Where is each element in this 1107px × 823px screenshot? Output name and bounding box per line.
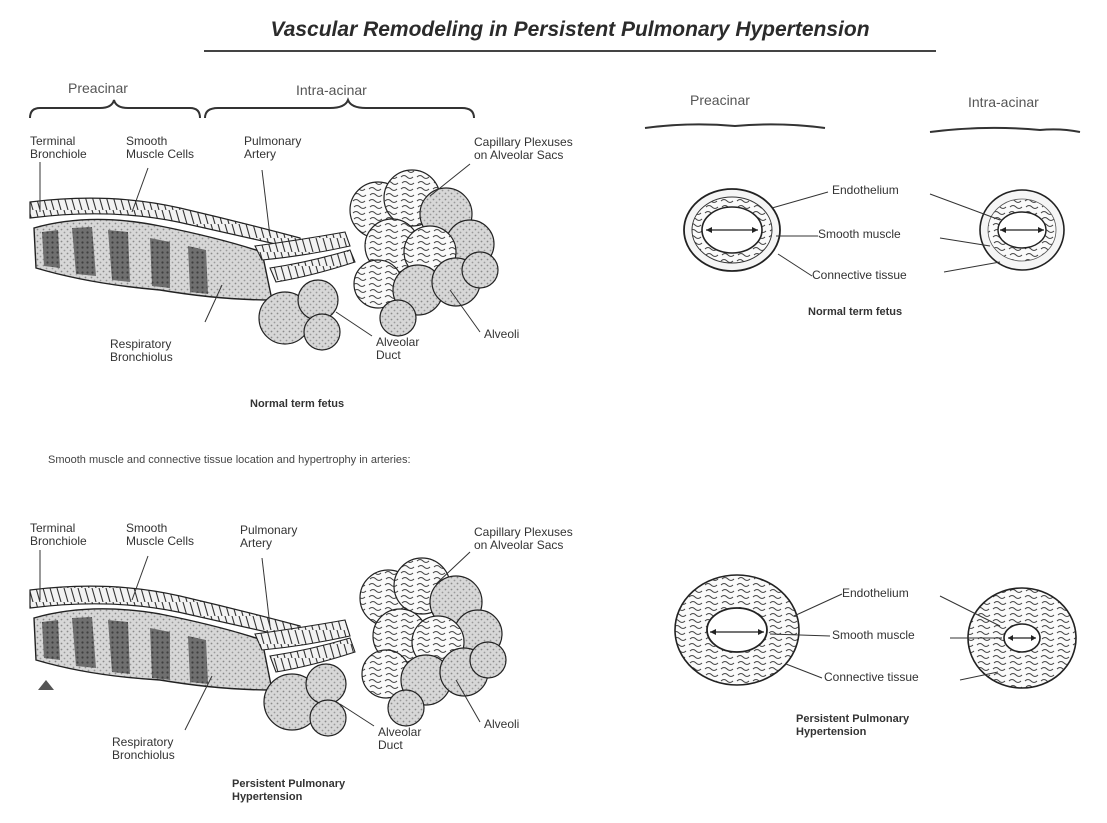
label-pulmonary-artery: Pulmonary Artery	[244, 135, 301, 161]
label-smooth-muscle-pph: Smooth muscle	[832, 629, 915, 642]
label-smooth-muscle-cells-pph: Smooth Muscle Cells	[126, 522, 194, 548]
label-capillary-plexuses-pph: Capillary Plexuses on Alveolar Sacs	[474, 526, 573, 552]
vessel-intraacinar-normal	[980, 190, 1064, 270]
caption-normal-vessel: Normal term fetus	[808, 306, 902, 319]
rule-preacinar-right	[645, 124, 825, 128]
caption-pph-airway: Persistent Pulmonary Hypertension	[232, 778, 345, 804]
label-alveolar-duct: Alveolar Duct	[376, 336, 419, 362]
label-alveolar-duct-pph: Alveolar Duct	[378, 726, 421, 752]
note-text: Smooth muscle and connective tissue loca…	[48, 454, 411, 466]
label-alveoli-pph: Alveoli	[484, 718, 519, 731]
label-connective-tissue-pph: Connective tissue	[824, 671, 919, 684]
label-endothelium-pph: Endothelium	[842, 587, 909, 600]
label-smooth-muscle: Smooth muscle	[818, 228, 901, 241]
rule-intraacinar-right	[930, 128, 1080, 132]
vessel-preacinar-pph	[675, 575, 799, 685]
label-endothelium: Endothelium	[832, 184, 899, 197]
label-smooth-muscle-cells: Smooth Muscle Cells	[126, 135, 194, 161]
caption-normal-airway: Normal term fetus	[250, 398, 344, 411]
brace-preacinar-left	[30, 100, 200, 118]
header-preacinar-right: Preacinar	[690, 92, 750, 108]
airway-normal	[30, 170, 498, 350]
label-connective-tissue: Connective tissue	[812, 269, 907, 282]
caption-pph-vessel: Persistent Pulmonary Hypertension	[796, 713, 909, 739]
label-respiratory-bronchiolus-pph: Respiratory Bronchiolus	[112, 736, 175, 762]
vessel-preacinar-normal	[684, 189, 780, 271]
label-terminal-bronchiole: Terminal Bronchiole	[30, 135, 87, 161]
header-intraacinar-right: Intra-acinar	[968, 94, 1039, 110]
label-terminal-bronchiole-pph: Terminal Bronchiole	[30, 522, 87, 548]
label-alveoli: Alveoli	[484, 328, 519, 341]
label-capillary-plexuses: Capillary Plexuses on Alveolar Sacs	[474, 136, 573, 162]
airway-pph	[30, 558, 506, 736]
label-respiratory-bronchiolus: Respiratory Bronchiolus	[110, 338, 173, 364]
header-intraacinar-left: Intra-acinar	[296, 82, 367, 98]
label-pulmonary-artery-pph: Pulmonary Artery	[240, 524, 297, 550]
brace-intraacinar-left	[205, 100, 474, 118]
header-preacinar-left: Preacinar	[68, 80, 128, 96]
